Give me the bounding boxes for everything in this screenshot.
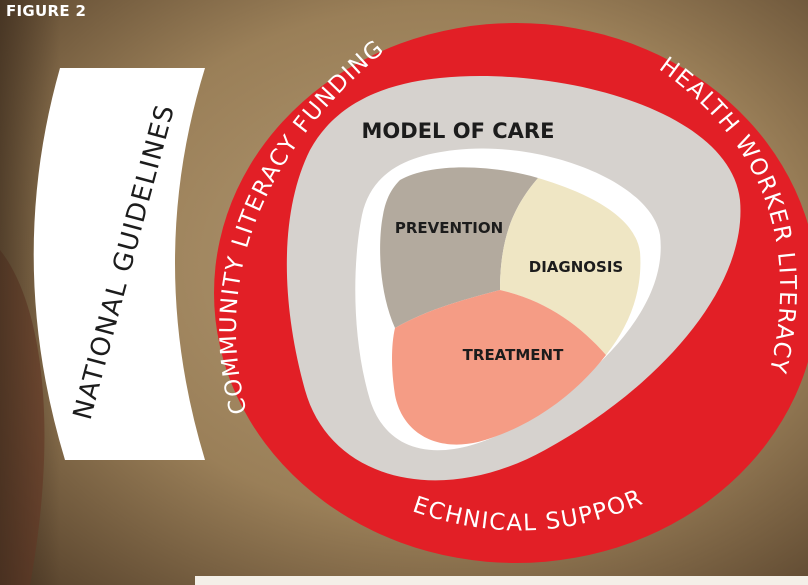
diagnosis-section	[500, 178, 641, 355]
figure-label: FIGURE 2	[6, 2, 87, 20]
model-of-care-title: MODEL OF CARE	[362, 119, 555, 143]
treatment-section	[392, 290, 606, 445]
treatment-label: TREATMENT	[463, 346, 564, 364]
bottom-white-band	[195, 576, 808, 585]
national-guidelines-panel	[33, 68, 206, 460]
prevention-label: PREVENTION	[395, 219, 503, 237]
prevention-section	[380, 167, 538, 328]
diagnosis-label: DIAGNOSIS	[529, 258, 623, 276]
